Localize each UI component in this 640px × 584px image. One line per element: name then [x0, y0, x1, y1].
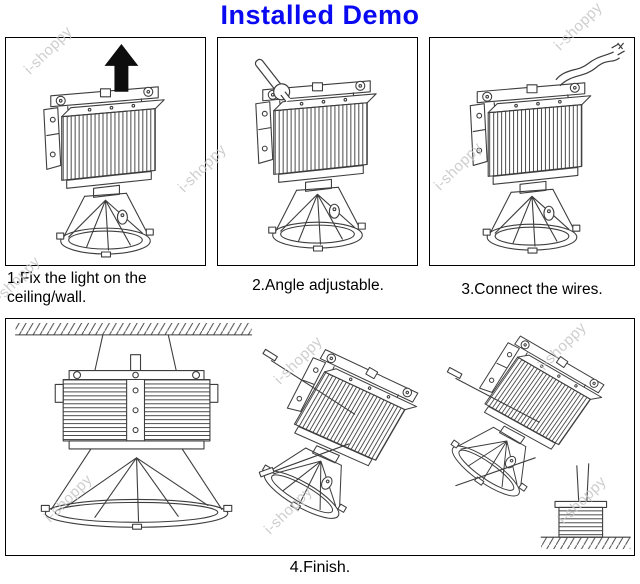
step1-panel [5, 37, 206, 266]
floodlight-drawing [470, 83, 590, 253]
floodlight-drawing [256, 81, 376, 251]
mounted-light-front [40, 334, 233, 530]
step1-diagram [6, 44, 205, 265]
page-title: Installed Demo [220, 0, 420, 30]
step3-caption: 3.Connect the wires. [461, 281, 603, 298]
step4-panel [5, 318, 635, 556]
ground-hatch [540, 536, 631, 550]
wrench-icon [254, 58, 291, 103]
step2-panel [217, 37, 418, 266]
ceiling-hatch [15, 322, 253, 336]
floodlight-drawing [44, 87, 164, 257]
step4-diagram [15, 322, 631, 550]
step3-panel [429, 37, 635, 266]
step2-diagram [254, 58, 417, 265]
step3-diagram [430, 42, 625, 265]
step1-caption: 1.Fix the light on the ceiling/wall. [7, 270, 147, 307]
up-arrow-icon [104, 44, 139, 92]
wires-icon [555, 42, 625, 87]
pedestal [554, 500, 608, 538]
tilted-light-right [432, 326, 608, 513]
tilted-light-left [243, 339, 422, 535]
step4-caption: 4.Finish. [289, 559, 351, 576]
step2-caption: 2.Angle adjustable. [252, 277, 384, 294]
